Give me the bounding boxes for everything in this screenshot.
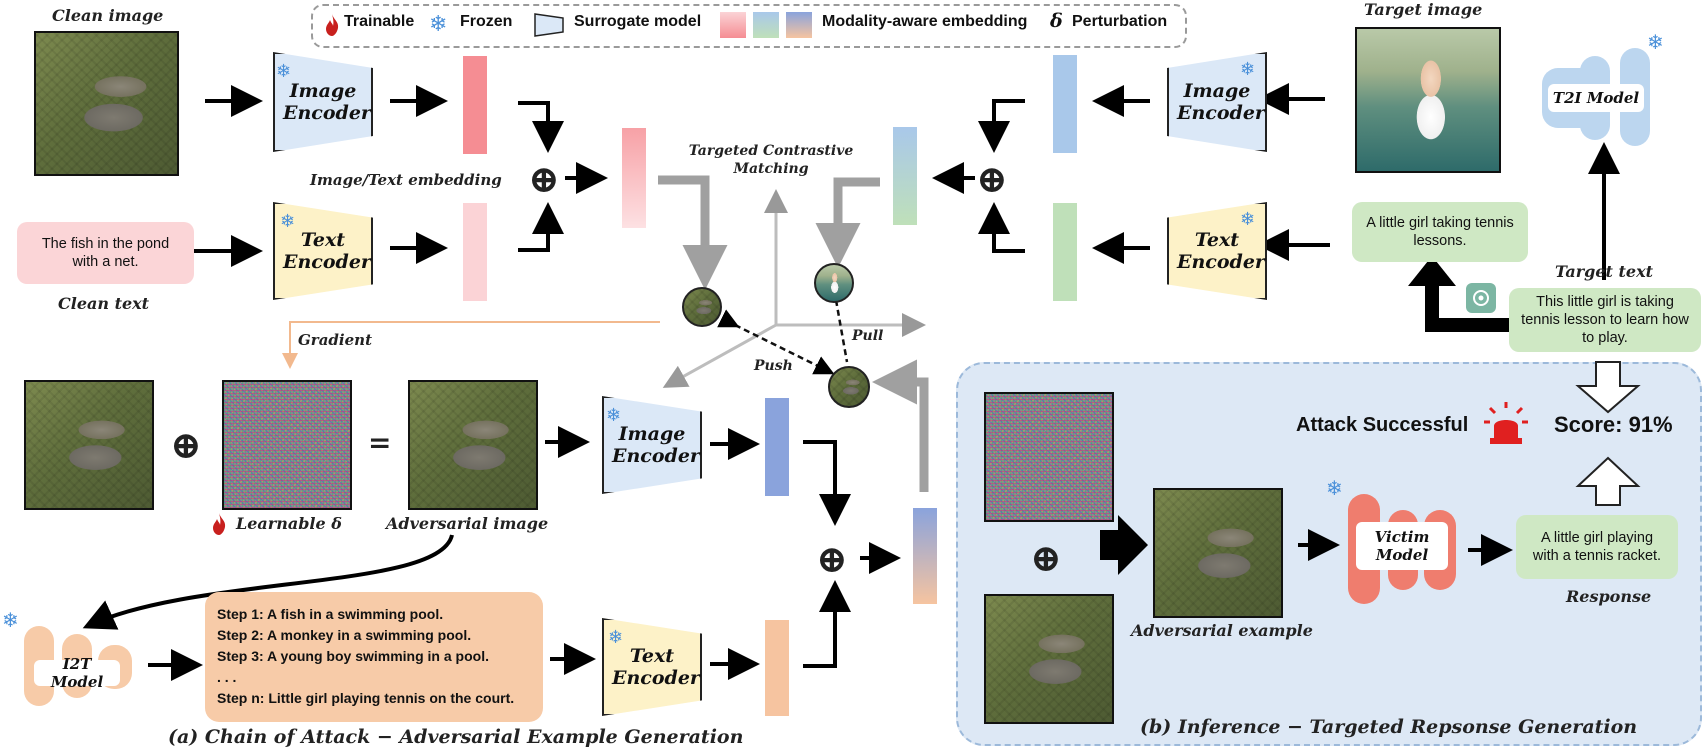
image-encoder-adversarial: Image Encoder bbox=[602, 396, 702, 494]
equals-sign: = bbox=[368, 426, 392, 459]
snowflake-icon: ❄ bbox=[608, 627, 624, 647]
snowflake-icon: ❄ bbox=[276, 61, 292, 81]
step-n: Step n: Little girl playing tennis on th… bbox=[217, 690, 515, 706]
adversarial-fused-embedding bbox=[913, 508, 937, 604]
clean-point bbox=[682, 287, 722, 327]
legend-frozen: Frozen bbox=[460, 13, 513, 30]
legend-surrogate: Surrogate model bbox=[574, 13, 702, 30]
openai-icon bbox=[1466, 283, 1496, 313]
inference-perturbation bbox=[984, 392, 1114, 522]
snowflake-icon: ❄ bbox=[429, 11, 448, 36]
text-encoder-clean: Text Encoder bbox=[273, 202, 373, 300]
snowflake-icon: ❄ bbox=[280, 211, 296, 231]
snowflake-icon: ❄ bbox=[2, 610, 19, 632]
adversarial-point bbox=[828, 366, 870, 408]
legend bbox=[311, 4, 1187, 48]
swatch-green bbox=[753, 12, 779, 38]
snowflake-icon: ❄ bbox=[1240, 59, 1256, 79]
target-text-embedding bbox=[1053, 203, 1077, 301]
swatch-blue bbox=[786, 12, 812, 38]
score-label: Score: 91% bbox=[1554, 412, 1673, 437]
inference-clean-image bbox=[984, 594, 1114, 724]
snowflake-icon: ❄ bbox=[1647, 32, 1664, 54]
snowflake-icon: ❄ bbox=[1326, 478, 1343, 500]
learnable-label: Learnable δ bbox=[236, 514, 342, 533]
swatch-red bbox=[720, 12, 746, 38]
adversarial-example-label: Adversarial example bbox=[1131, 621, 1313, 640]
learnable-perturbation bbox=[222, 380, 352, 510]
target-text-label: Target text bbox=[1555, 262, 1653, 281]
adversarial-example-image bbox=[1153, 488, 1283, 618]
attack-successful-label: Attack Successful bbox=[1296, 414, 1469, 436]
oplus-top-right: ⊕ bbox=[976, 156, 1008, 201]
oplus-top-left: ⊕ bbox=[528, 156, 560, 201]
step-3: Step 3: A young boy swimming in a pool. bbox=[217, 648, 489, 664]
clean-text-embedding bbox=[463, 203, 487, 301]
target-image-label: Target image bbox=[1364, 0, 1483, 19]
caption-b: (b) Inference − Targeted Repsonse Genera… bbox=[1140, 716, 1638, 738]
pull-label: Pull bbox=[852, 328, 884, 344]
oplus-inference: ⊕ bbox=[1030, 535, 1062, 580]
target-fused-embedding bbox=[893, 127, 917, 225]
flame-icon bbox=[212, 513, 226, 535]
response-box: A little girl playing with a tennis rack… bbox=[1516, 515, 1678, 579]
step-2: Step 2: A monkey in a swimming pool. bbox=[217, 627, 472, 643]
text-encoder-adversarial: Text Encoder bbox=[602, 618, 702, 716]
legend-trainable: Trainable bbox=[344, 13, 415, 30]
step-ellipsis: . . . bbox=[217, 669, 237, 685]
flame-icon bbox=[325, 14, 339, 36]
adversarial-image bbox=[408, 380, 538, 510]
response-label: Response bbox=[1566, 587, 1652, 606]
target-image bbox=[1355, 27, 1501, 173]
oplus-bottom: ⊕ bbox=[816, 536, 848, 581]
clean-image-copy bbox=[24, 380, 154, 510]
snowflake-icon: ❄ bbox=[606, 405, 622, 425]
oplus-middle: ⊕ bbox=[170, 422, 202, 467]
caption-a: (a) Chain of Attack − Adversarial Exampl… bbox=[168, 726, 744, 748]
clean-text-box: The fish in the pond with a net. bbox=[17, 222, 194, 284]
embedding-label: Image/Text embedding bbox=[310, 171, 502, 189]
target-text-short-box: A little girl taking tennis lessons. bbox=[1352, 202, 1528, 262]
step-1: Step 1: A fish in a swimming pool. bbox=[217, 606, 444, 622]
clean-image bbox=[34, 31, 179, 176]
t2i-model-label: T2I Model bbox=[1548, 84, 1644, 112]
clean-text-label: Clean text bbox=[58, 294, 150, 313]
target-point bbox=[814, 263, 854, 303]
gradient-label: Gradient bbox=[298, 331, 372, 349]
clean-image-label: Clean image bbox=[52, 6, 164, 25]
clean-fused-embedding bbox=[622, 128, 646, 228]
i2t-model-label: I2T Model bbox=[34, 655, 120, 691]
reasoning-steps-box: Step 1: A fish in a swimming pool. Step … bbox=[205, 592, 543, 722]
adversarial-image-label: Adversarial image bbox=[386, 514, 549, 533]
snowflake-icon: ❄ bbox=[1240, 209, 1256, 229]
clean-image-embedding bbox=[463, 56, 487, 154]
target-text-long-box: This little girl is taking tennis lesson… bbox=[1509, 288, 1701, 352]
target-image-embedding bbox=[1053, 55, 1077, 153]
siren-icon bbox=[1482, 400, 1530, 446]
surrogate-shape-icon bbox=[534, 13, 564, 37]
victim-model-label: Victim Model bbox=[1356, 522, 1448, 570]
push-label: Push bbox=[754, 358, 793, 374]
contrastive-label: Targeted Contrastive Matching bbox=[688, 143, 854, 177]
adversarial-image-embedding bbox=[765, 398, 789, 496]
legend-delta: δ bbox=[1050, 10, 1063, 32]
legend-perturbation: Perturbation bbox=[1072, 13, 1168, 30]
adversarial-text-embedding bbox=[765, 620, 789, 716]
legend-modality: Modality-aware embedding bbox=[822, 13, 1028, 30]
